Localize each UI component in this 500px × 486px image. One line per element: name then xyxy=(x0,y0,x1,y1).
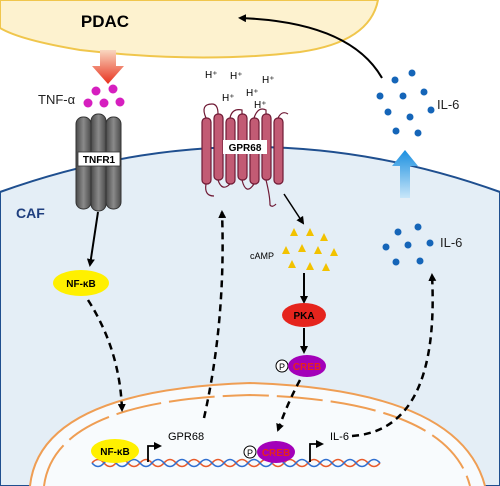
gpr68-label: GPR68 xyxy=(229,143,262,154)
pdac-label: PDAC xyxy=(81,12,129,31)
svg-text:H⁺: H⁺ xyxy=(254,100,267,111)
creb-translocation-arrow xyxy=(276,379,302,432)
tnfr1-label: TNFR1 xyxy=(83,155,116,166)
creb-nuclear xyxy=(257,441,295,463)
svg-text:H⁺: H⁺ xyxy=(246,88,259,99)
gpr68-label-box xyxy=(223,140,267,154)
camp-label: cAMP xyxy=(250,251,274,261)
il6-intracellular xyxy=(382,223,434,266)
il6-to-pdac-arrow xyxy=(238,14,383,79)
svg-text:H⁺: H⁺ xyxy=(205,70,218,81)
tnf-alpha-molecules xyxy=(83,84,125,108)
creb-cytoplasmic xyxy=(288,355,326,377)
nfkb-nuclear-label: NF-κB xyxy=(100,447,129,458)
creb-nuclear-phospho-mark xyxy=(243,445,257,459)
creb-nuclear-phospho-label: P xyxy=(247,448,253,458)
dna-strand xyxy=(91,458,381,468)
svg-text:H⁺: H⁺ xyxy=(222,93,235,104)
il6-gene-label: IL-6 xyxy=(330,431,349,443)
nfkb-cytoplasmic-label: NF-κB xyxy=(66,279,95,290)
svg-text:H⁺: H⁺ xyxy=(230,71,243,82)
tnfr1-to-nfkb-arrow xyxy=(86,211,99,267)
caf-label: CAF xyxy=(16,205,45,221)
pka-label: PKA xyxy=(293,311,314,322)
il6-extracellular-label: IL-6 xyxy=(437,97,459,112)
gpr68-gene-label: GPR68 xyxy=(168,431,204,443)
il6-intracellular-label: IL-6 xyxy=(440,235,462,250)
creb-cytoplasmic-label: CREB xyxy=(293,362,321,373)
il6-extracellular xyxy=(376,69,435,137)
nfkb-cytoplasmic xyxy=(53,270,109,296)
creb-phospho-label: P xyxy=(279,362,285,372)
secretion-up-arrow xyxy=(392,150,418,198)
pka xyxy=(282,303,326,327)
gpr68-expression-arrow xyxy=(202,210,227,419)
pdac-cell xyxy=(0,0,380,59)
nfkb-nuclear xyxy=(91,439,139,463)
gpr68-promoter-arrow xyxy=(147,442,162,462)
tnf-alpha-label: TNF-α xyxy=(38,92,76,107)
camp-molecules xyxy=(282,228,338,271)
svg-text:H⁺: H⁺ xyxy=(262,75,275,86)
gpr68-to-camp-arrow xyxy=(283,193,305,225)
secretion-down-arrow xyxy=(92,50,124,84)
tnfr1-label-box xyxy=(77,151,121,167)
nfkb-translocation-arrow xyxy=(86,299,126,412)
creb-nuclear-label: CREB xyxy=(262,448,290,459)
protons: H⁺ H⁺ H⁺ H⁺ H⁺ H⁺ xyxy=(205,70,275,111)
il6-promoter-arrow xyxy=(309,440,324,462)
